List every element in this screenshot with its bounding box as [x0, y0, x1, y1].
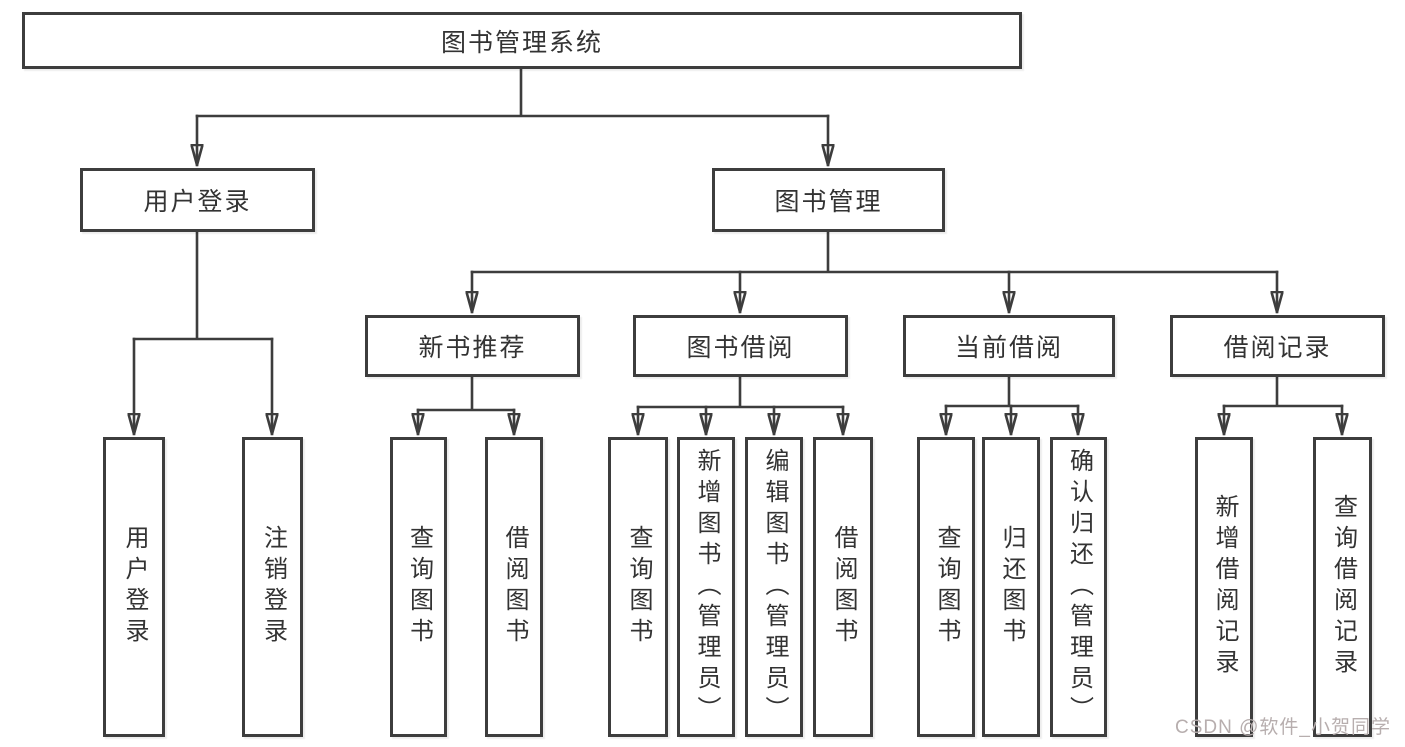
node-label: 确认归还（管理员） [1065, 447, 1093, 727]
node-label: 注销登录 [259, 525, 287, 649]
node-label: 借阅图书 [501, 525, 528, 649]
leaf-return-book: 归还图书 [982, 437, 1040, 737]
node-library-system: 图书管理系统 [22, 12, 1022, 69]
connector-book-mgmt-to-level3 [472, 230, 1277, 314]
node-label: 用户登录 [121, 525, 148, 649]
node-label: 查询图书 [625, 525, 652, 649]
node-user-login: 用户登录 [80, 168, 315, 232]
node-borrow-records: 借阅记录 [1170, 315, 1385, 377]
connector-new-book-to-leaves [418, 375, 514, 436]
leaf-logout: 注销登录 [242, 437, 303, 737]
leaf-query-book-recommend: 查询图书 [390, 437, 447, 737]
connector-root-to-level2 [197, 67, 828, 167]
leaf-query-borrow-record: 查询借阅记录 [1313, 437, 1372, 737]
leaf-confirm-return-admin: 确认归还（管理员） [1050, 437, 1107, 737]
node-new-book-recommend: 新书推荐 [365, 315, 580, 377]
leaf-borrow-book-recommend: 借阅图书 [485, 437, 543, 737]
node-current-borrow: 当前借阅 [903, 315, 1115, 377]
node-label: 编辑图书（管理员） [761, 447, 788, 727]
connector-book-borrow-to-leaves [638, 375, 843, 436]
node-label: 查询图书 [405, 525, 433, 649]
csdn-watermark: CSDN @软件_小贺同学 [1175, 717, 1391, 738]
node-label: 当前借阅 [954, 334, 1063, 362]
leaf-borrow-book: 借阅图书 [813, 437, 873, 737]
node-label: 新增图书（管理员） [693, 447, 720, 727]
leaf-user-login: 用户登录 [103, 437, 165, 737]
leaf-query-book-borrow: 查询图书 [608, 437, 668, 737]
connector-user-login-to-leaves [134, 230, 272, 436]
leaf-add-book-admin: 新增图书（管理员） [677, 437, 735, 737]
connector-borrow-record-to-leaves [1224, 375, 1342, 436]
leaf-query-book-current: 查询图书 [917, 437, 975, 737]
leaf-edit-book-admin: 编辑图书（管理员） [745, 437, 803, 737]
node-book-management: 图书管理 [712, 168, 945, 232]
node-label: 借阅图书 [830, 525, 857, 649]
leaf-add-borrow-record: 新增借阅记录 [1195, 437, 1253, 737]
node-label: 新增借阅记录 [1211, 494, 1238, 680]
node-label: 查询图书 [933, 525, 960, 649]
node-label: 归还图书 [998, 525, 1025, 649]
node-label: 查询借阅记录 [1329, 494, 1357, 680]
node-label: 图书管理 [774, 188, 883, 216]
node-label: 图书管理系统 [440, 28, 603, 57]
node-book-borrow: 图书借阅 [633, 315, 848, 377]
connector-current-borrow-to-leaves [946, 375, 1078, 436]
node-label: 借阅记录 [1223, 334, 1332, 362]
node-label: 图书借阅 [686, 334, 795, 362]
node-label: 用户登录 [143, 188, 252, 216]
node-label: 新书推荐 [418, 334, 527, 362]
